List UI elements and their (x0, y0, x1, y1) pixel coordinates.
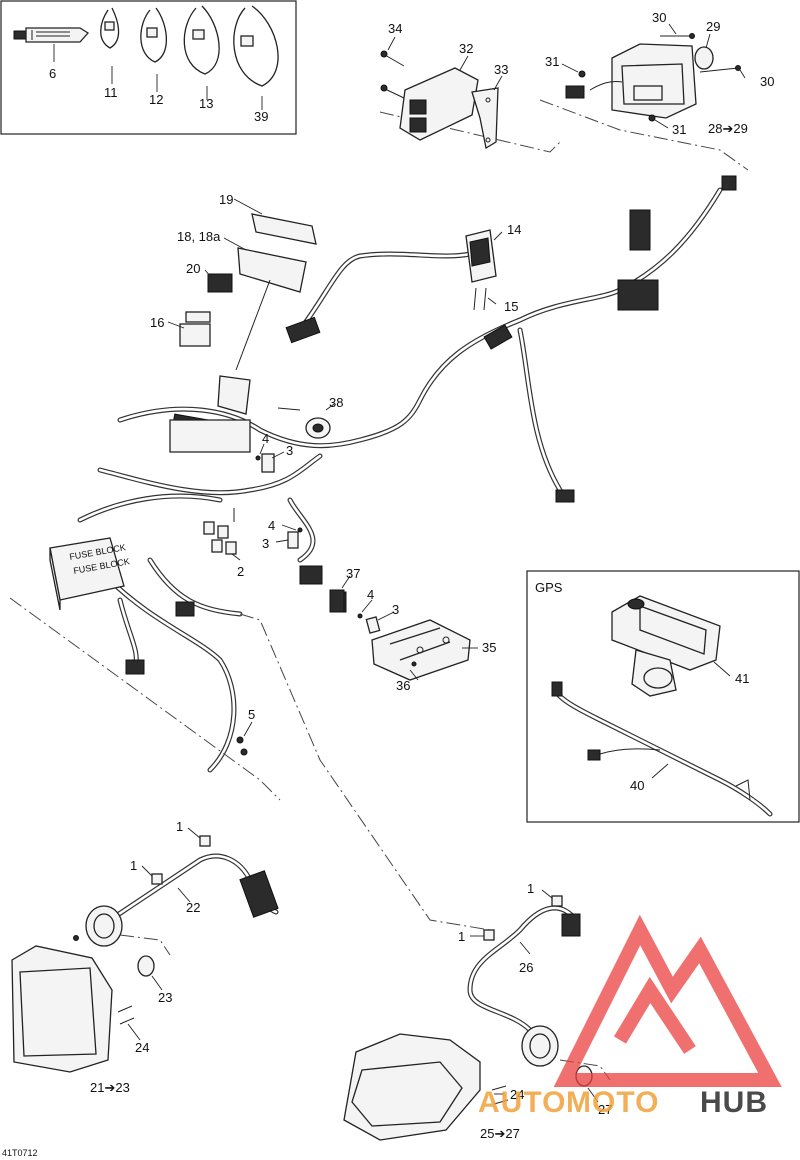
watermark-moto: MOTO (566, 1086, 659, 1119)
callout-3-c: 3 (392, 602, 399, 617)
relay-stack: 19 18, 18a 20 16 (150, 192, 317, 453)
fuse-module: FUSE BLOCK FUSE BLOCK (49, 537, 130, 611)
callout-37: 37 (346, 566, 360, 581)
socket-38: 38 (277, 395, 343, 439)
callout-30-right: 30 (760, 74, 774, 89)
callout-24-right: 24 (510, 1087, 524, 1102)
consumables-inset: 6 11 12 13 39 (0, 0, 297, 135)
left-headlight-group: 1 1 22 23 24 21➔23 (11, 819, 279, 1095)
callout-31-bottom: 31 (672, 122, 686, 137)
callout-2: 2 (237, 564, 244, 579)
cable-tie-13 (183, 5, 220, 75)
callout-13: 13 (199, 96, 213, 111)
callout-34: 34 (388, 21, 402, 36)
callout-23: 23 (158, 990, 172, 1005)
callout-14: 14 (507, 222, 521, 237)
callout-4-c: 4 (367, 587, 374, 602)
callout-33: 33 (494, 62, 508, 77)
cable-tie-12 (140, 7, 168, 63)
callout-41: 41 (735, 671, 749, 686)
callout-4-b: 4 (268, 518, 275, 533)
callout-24-left: 24 (135, 1040, 149, 1055)
bracket-group: 37 4 3 35 36 (329, 566, 496, 693)
callout-30-top: 30 (652, 10, 666, 25)
callout-1-c: 1 (527, 881, 534, 896)
sealant-tube (13, 27, 89, 43)
callout-1-a: 1 (176, 819, 183, 834)
callout-16: 16 (150, 315, 164, 330)
cable-tie-39 (233, 5, 279, 87)
callout-35: 35 (482, 640, 496, 655)
taillight-group: 30 29 31 30 31 28➔29 (539, 10, 774, 171)
callout-6: 6 (49, 66, 56, 81)
callout-39: 39 (254, 109, 268, 124)
callout-22: 22 (186, 900, 200, 915)
callout-18-18a: 18, 18a (177, 229, 221, 244)
callout-28-29: 28➔29 (708, 121, 748, 136)
watermark-auto: AUTO (478, 1086, 566, 1119)
callout-29: 29 (706, 19, 720, 34)
callout-4-a: 4 (262, 431, 269, 446)
callout-5: 5 (248, 707, 255, 722)
callout-26: 26 (519, 960, 533, 975)
callout-36: 36 (396, 678, 410, 693)
callout-38: 38 (329, 395, 343, 410)
callout-20: 20 (186, 261, 200, 276)
callout-1-b: 1 (130, 858, 137, 873)
callout-1-d: 1 (458, 929, 465, 944)
callout-11: 11 (104, 85, 118, 100)
callout-3-a: 3 (286, 443, 293, 458)
callout-25-27: 25➔27 (480, 1126, 520, 1141)
clips-group: 4 3 2 4 3 (203, 431, 303, 579)
control-module-group: 34 32 33 (379, 21, 561, 153)
fasteners-5: 5 (236, 707, 255, 756)
horn-group: 14 15 (465, 222, 521, 314)
right-headlight-group: 1 1 26 27 24 25➔27 (343, 881, 612, 1141)
watermark-logo: AUTO MOTO HUB (478, 914, 782, 1119)
cable-tie-11 (100, 7, 120, 49)
callout-15: 15 (504, 299, 518, 314)
callout-32: 32 (459, 41, 473, 56)
callout-27: 27 (598, 1102, 612, 1117)
callout-21-23: 21➔23 (90, 1080, 130, 1095)
gps-box-title: GPS (535, 580, 563, 595)
callout-31-left: 31 (545, 54, 559, 69)
diagram-code: 41T0712 (2, 1148, 38, 1158)
callout-12: 12 (149, 92, 163, 107)
callout-19: 19 (219, 192, 233, 207)
gps-box: GPS 41 40 (526, 570, 800, 823)
callout-40: 40 (630, 778, 644, 793)
callout-3-b: 3 (262, 536, 269, 551)
watermark-hub: HUB (700, 1086, 768, 1119)
